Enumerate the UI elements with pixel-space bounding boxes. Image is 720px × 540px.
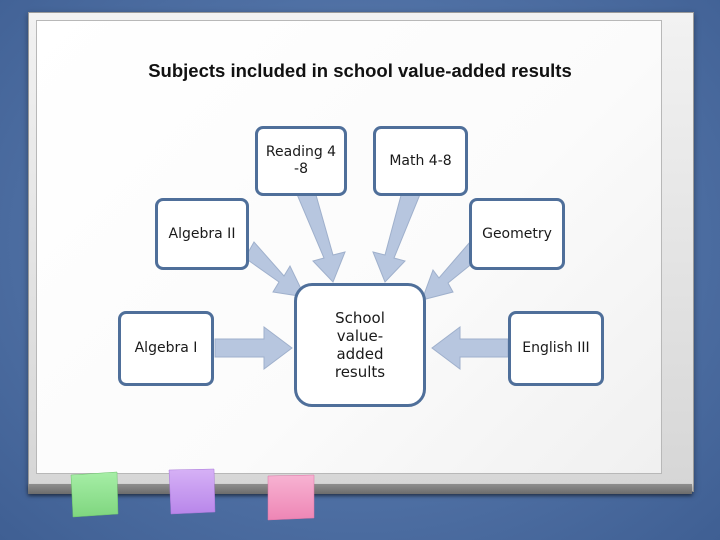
- subject-box-algebra2: Algebra II: [155, 198, 249, 270]
- whiteboard-tray: [28, 484, 692, 494]
- subject-label-algebra2: Algebra II: [168, 225, 236, 242]
- subject-box-geometry: Geometry: [469, 198, 565, 270]
- subject-label-english3: English III: [522, 340, 590, 357]
- subject-label-algebra1: Algebra I: [134, 340, 198, 357]
- arrow-english3-to-center: [431, 326, 509, 370]
- arrow-algebra1-to-center: [214, 326, 293, 370]
- center-label-line2: value-: [336, 327, 384, 345]
- subject-box-math: Math 4-8: [373, 126, 468, 196]
- subject-label-geometry: Geometry: [482, 225, 552, 242]
- diagram-title: Subjects included in school value-added …: [148, 60, 572, 81]
- center-label-line1: School: [335, 309, 385, 327]
- arrow-math-to-center: [372, 187, 422, 283]
- sticky-note-green: [70, 471, 119, 518]
- center-box-school-value-added: School value- added results: [294, 283, 426, 407]
- subject-label-reading-line1: Reading 4: [265, 144, 337, 161]
- arrow-reading-to-center: [295, 187, 346, 283]
- subject-box-algebra1: Algebra I: [118, 311, 214, 386]
- sticky-note-purple: [168, 468, 216, 515]
- subject-label-reading-line2: -8: [294, 161, 308, 177]
- subject-box-english3: English III: [508, 311, 604, 386]
- arrow-algebra2-to-center: [244, 241, 306, 298]
- subject-box-reading: Reading 4 -8: [255, 126, 347, 196]
- center-label-line4: results: [334, 363, 386, 381]
- sticky-note-pink: [267, 474, 315, 521]
- subject-label-math: Math 4-8: [389, 152, 452, 169]
- center-label-line3: added: [336, 345, 384, 363]
